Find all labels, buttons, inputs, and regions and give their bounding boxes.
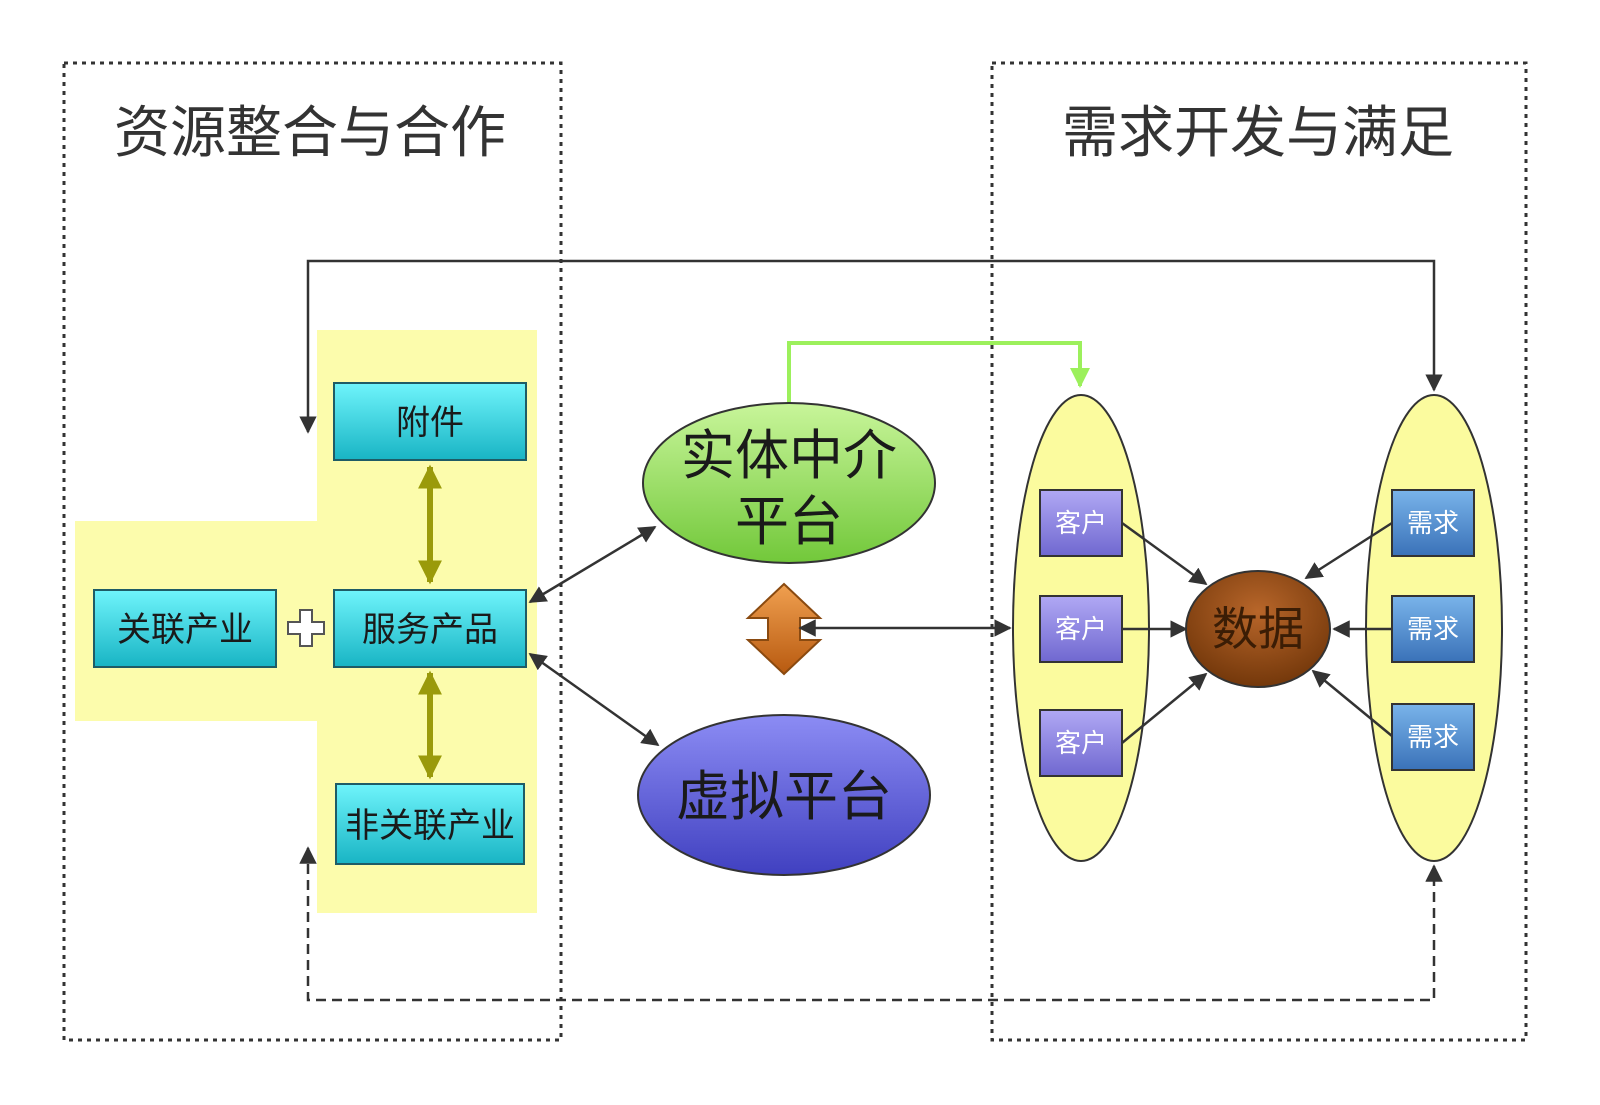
right-zone-title: 需求开发与满足 [1062,101,1454,166]
customer3-data-arrow [1121,672,1208,744]
bottom-loop-connector [299,846,1443,1002]
customer-box-1: 客户 [1039,489,1123,557]
left-zone-border [62,61,563,1042]
customer-label-1: 客户 [1055,509,1107,539]
customer-box-3: 客户 [1039,709,1123,777]
demand-box-2: 需求 [1391,595,1475,663]
physical-platform-label-1: 实体中介 [681,424,897,487]
customer-label-3: 客户 [1055,729,1107,759]
data-node: 数据 [1185,570,1331,688]
demand1-data-arrow [1304,521,1393,580]
virtual-platform-label: 虚拟平台 [676,765,892,828]
demand-box-3: 需求 [1391,703,1475,771]
demand-label-1: 需求 [1407,509,1459,539]
data-label: 数据 [1212,602,1304,656]
left-zone-title: 资源整合与合作 [114,101,506,166]
non-related-industry-box: 非关联产业 [335,783,525,865]
service-product-box: 服务产品 [333,589,527,668]
non-related-industry-label: 非关联产业 [345,806,515,846]
attachment-box: 附件 [333,382,527,461]
related-industry-box: 关联产业 [93,589,277,668]
customer-label-2: 客户 [1055,615,1107,645]
demand-label-3: 需求 [1407,723,1459,753]
related-industry-label: 关联产业 [117,610,253,650]
attachment-label: 附件 [396,403,464,443]
plus-icon [287,609,325,647]
platform-exchange-icon [745,582,823,676]
demand-box-1: 需求 [1391,489,1475,557]
customer-box-2: 客户 [1039,595,1123,663]
customer1-data-arrow [1121,521,1208,586]
service-physical-arrow [528,525,657,604]
physical-platform-label-2: 平台 [735,490,843,553]
physical-to-customer-connector [787,341,1090,403]
demand-label-2: 需求 [1407,615,1459,645]
top-loop-connector [299,259,1443,434]
service-virtual-arrow [528,652,660,747]
service-product-label: 服务产品 [362,610,498,650]
virtual-platform: 虚拟平台 [637,714,931,876]
physical-platform: 实体中介 平台 [642,402,936,564]
demand3-data-arrow [1311,669,1393,737]
